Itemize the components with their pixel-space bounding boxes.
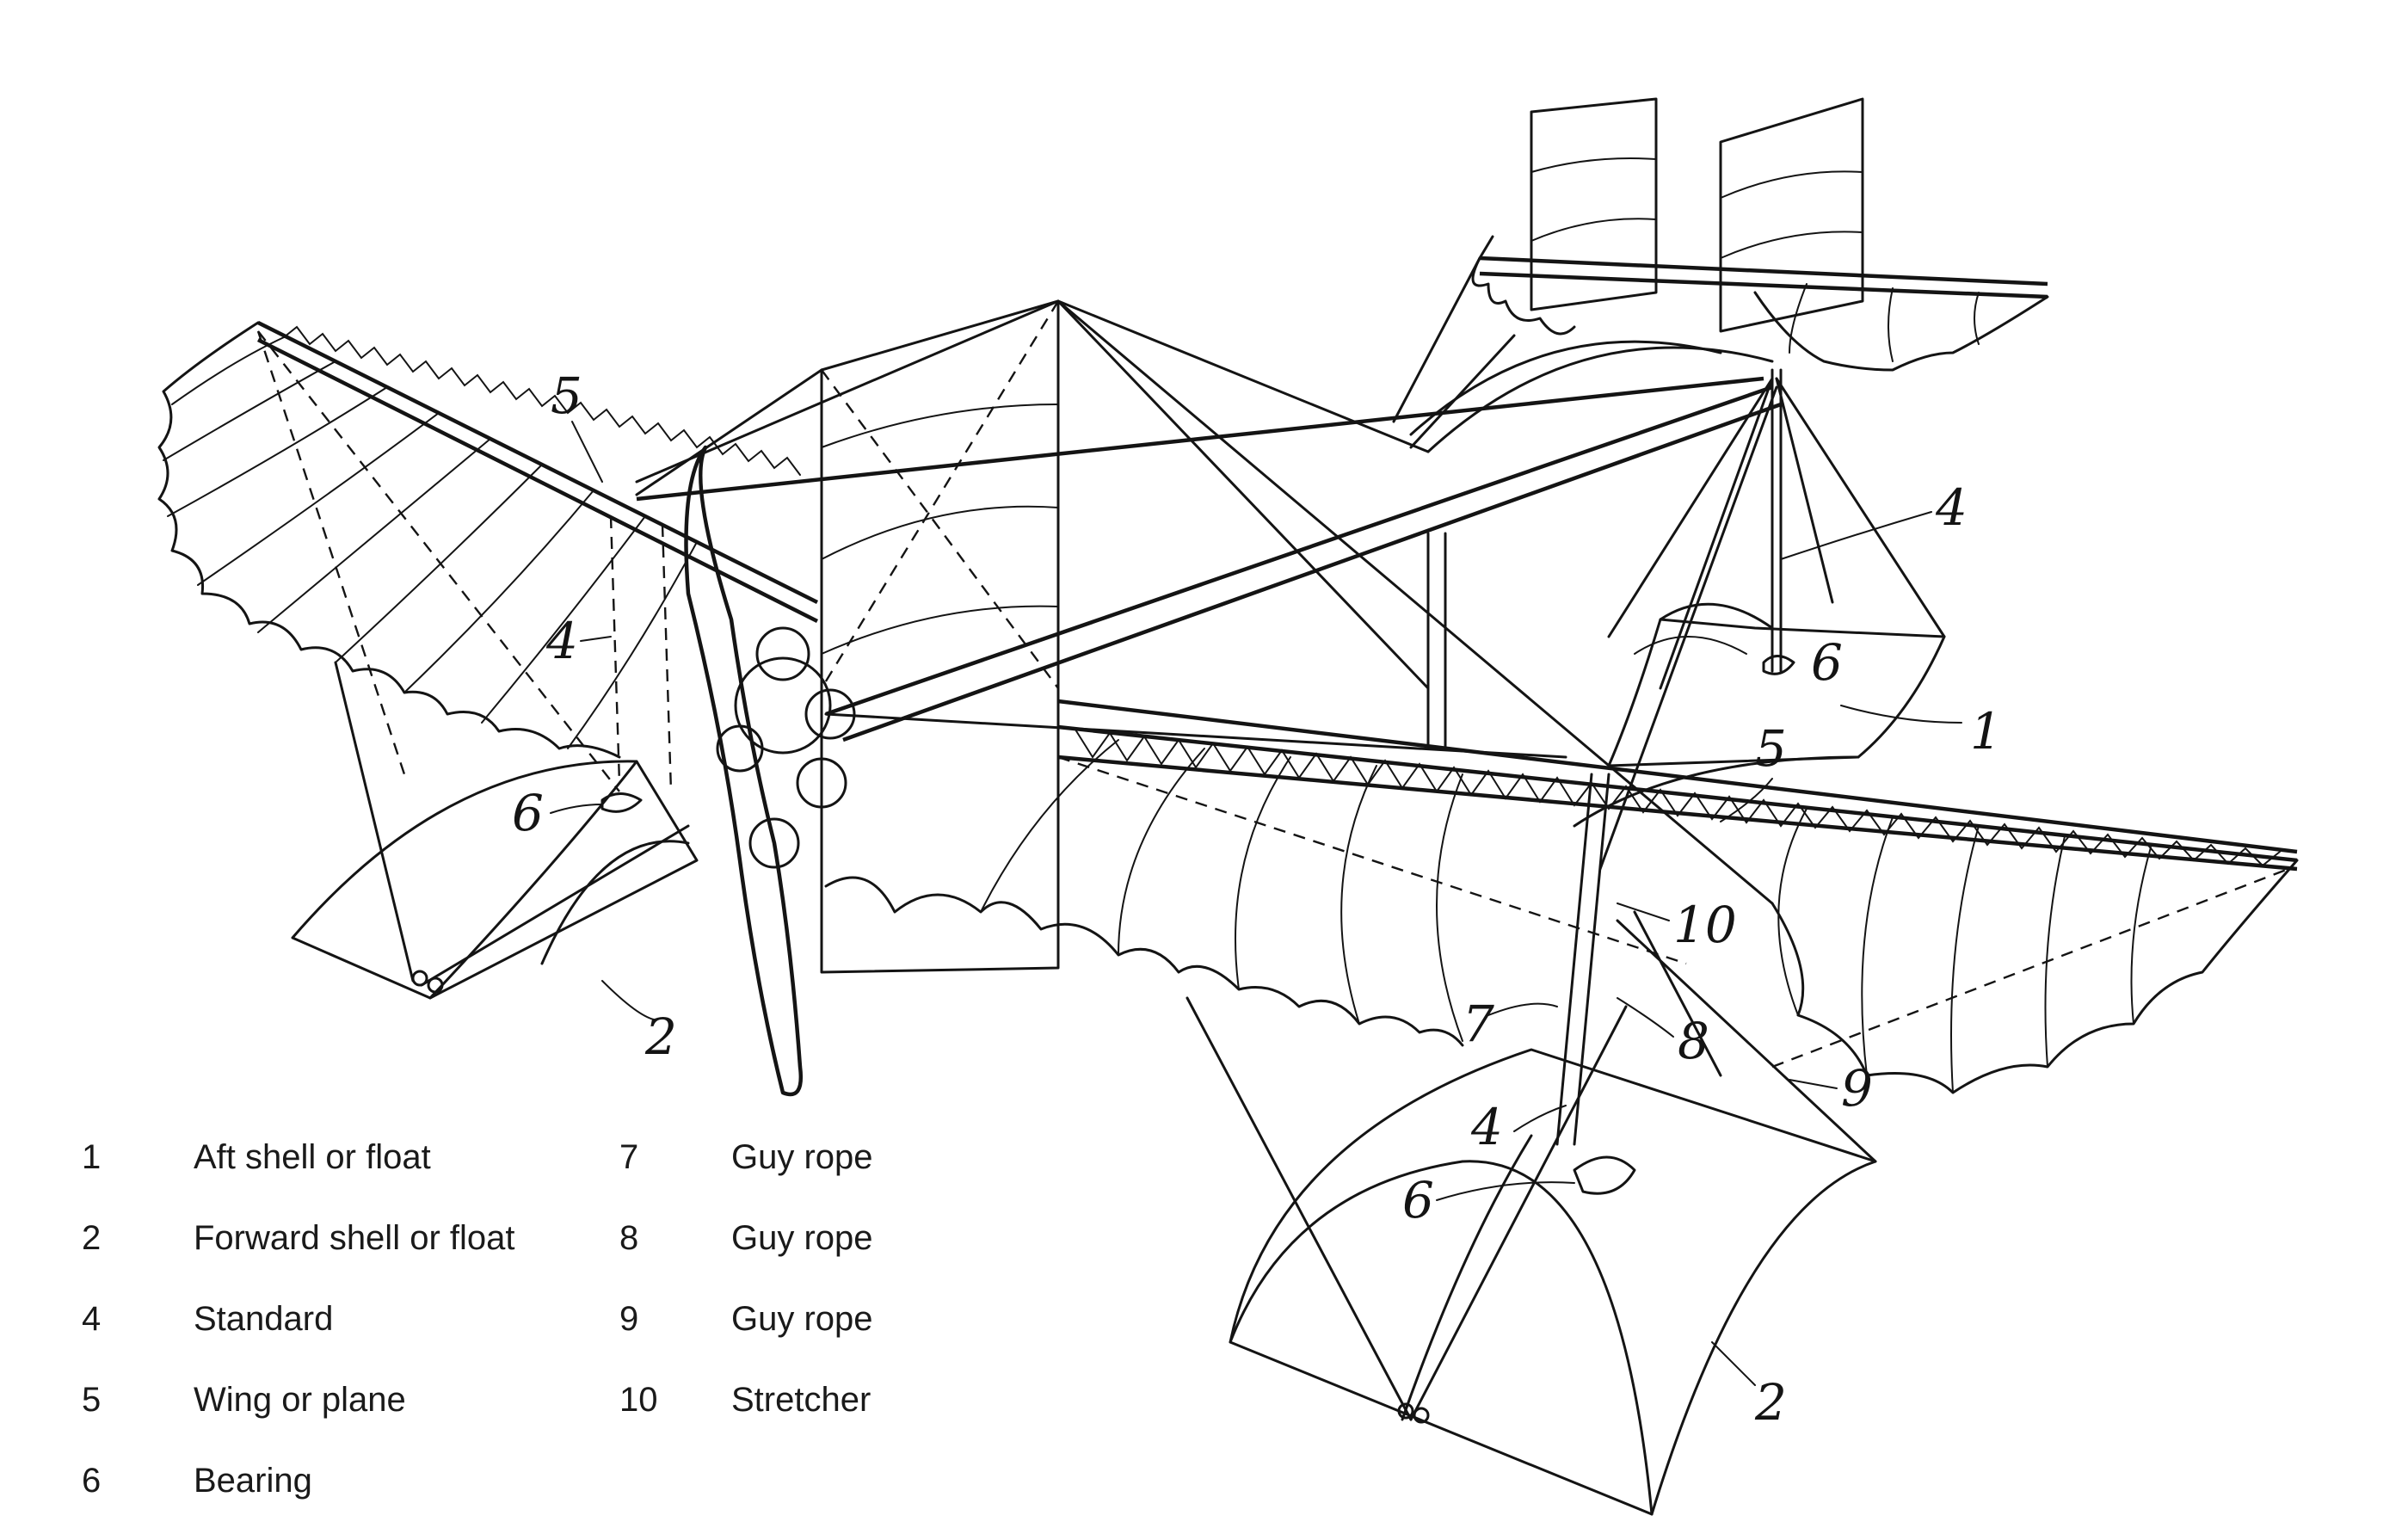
aft-float	[1573, 602, 1946, 828]
callout-2-left: 2	[644, 1007, 677, 1066]
callout-6-left: 6	[512, 784, 544, 842]
legend-number: 4	[82, 1300, 102, 1338]
legend-number: 9	[619, 1300, 639, 1338]
legend-number: 10	[619, 1381, 658, 1419]
callout-4-right: 4	[1470, 1098, 1503, 1156]
forward-float-right	[1186, 773, 1877, 1516]
callout-8: 8	[1678, 1012, 1709, 1070]
callout-6-right: 6	[1402, 1171, 1434, 1229]
legend-number: 5	[82, 1381, 102, 1419]
legend-label: Aft shell or float	[194, 1138, 431, 1176]
legend-label: Bearing	[194, 1462, 312, 1500]
legend-label: Forward shell or float	[194, 1219, 515, 1257]
legend-number: 7	[619, 1138, 639, 1176]
callout-6-tail: 6	[1811, 633, 1843, 692]
callout-4-tail: 4	[1935, 478, 1968, 537]
forward-float-left	[291, 661, 699, 1000]
callout-10: 10	[1673, 896, 1737, 954]
callout-4-left: 4	[545, 612, 578, 670]
callout-2-right: 2	[1754, 1373, 1787, 1432]
engine-propeller	[684, 445, 856, 1097]
booms	[636, 376, 1782, 759]
legend-label: Guy rope	[731, 1219, 873, 1257]
callout-5-right: 5	[1755, 719, 1787, 778]
left-wing	[157, 320, 819, 792]
callout-9: 9	[1841, 1059, 1873, 1118]
right-wing	[824, 699, 2299, 1094]
legend-label: Guy rope	[731, 1138, 873, 1176]
tail-standard	[1598, 368, 1946, 871]
central-cell	[635, 299, 1774, 974]
callout-5-left: 5	[551, 367, 582, 425]
callout-labels: 1 2 2 4 4 4 5 5 6 6 6 7 8 9 10	[512, 367, 2002, 1432]
callout-1: 1	[1970, 702, 2002, 761]
legend-number: 6	[82, 1462, 102, 1500]
callout-7: 7	[1463, 995, 1494, 1053]
tail-assembly	[1392, 97, 2049, 453]
legend-number: 8	[619, 1219, 639, 1257]
legend-label: Guy rope	[731, 1300, 873, 1338]
legend-number: 1	[82, 1138, 102, 1176]
legend-number: 2	[82, 1219, 102, 1257]
legend-label: Wing or plane	[194, 1381, 406, 1419]
legend-label: Standard	[194, 1300, 334, 1338]
legend-label: Stretcher	[731, 1381, 871, 1419]
